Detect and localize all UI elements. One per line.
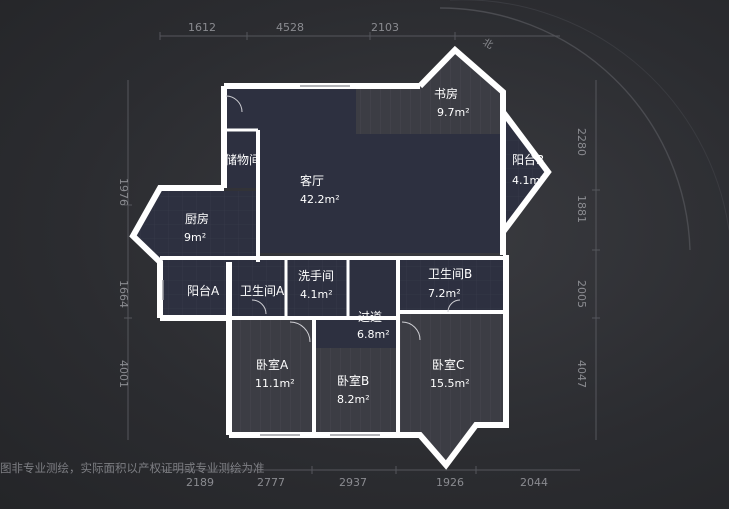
label-bed-c-area: 15.5m² bbox=[430, 377, 470, 390]
compass: 北 bbox=[439, 0, 729, 251]
floor-kitchen bbox=[133, 191, 258, 262]
floor-corridor bbox=[348, 256, 398, 318]
label-corridor-name: 过道 bbox=[358, 310, 382, 324]
label-bed-c-name: 卧室C bbox=[432, 357, 464, 372]
dim-left-1: 1976 bbox=[117, 178, 130, 206]
label-bed-b-name: 卧室B bbox=[337, 373, 369, 388]
floor-living bbox=[258, 86, 503, 253]
dim-bottom-3: 2937 bbox=[339, 476, 367, 489]
floor-washroom bbox=[286, 256, 348, 318]
disclaimer-note: 图非专业测绘，实际面积以产权证明或专业测绘为准 bbox=[0, 461, 265, 475]
room-labels: 书房 9.7m² 阳台B 4.1m² 储物间 客厅 42.2m² 厨房 9m² … bbox=[184, 86, 545, 406]
label-kitchen-name: 厨房 bbox=[185, 211, 209, 226]
label-living-name: 客厅 bbox=[300, 173, 324, 188]
dim-left-2: 1664 bbox=[117, 280, 130, 308]
floor-corridor-2 bbox=[316, 318, 398, 348]
label-living-area: 42.2m² bbox=[300, 193, 340, 206]
label-washroom-name: 洗手间 bbox=[298, 269, 334, 283]
label-balcony-b-area: 4.1m² bbox=[512, 174, 545, 187]
dim-bottom-2: 2777 bbox=[257, 476, 285, 489]
floor-entry bbox=[224, 86, 258, 130]
room-floors bbox=[133, 50, 548, 465]
dim-right-1: 2280 bbox=[575, 128, 588, 156]
label-bath-a-name: 卫生间A bbox=[240, 284, 285, 298]
floor-study bbox=[356, 50, 503, 134]
label-study-area: 9.7m² bbox=[437, 106, 470, 119]
label-corridor-area: 6.8m² bbox=[357, 328, 390, 341]
label-balcony-b-name: 阳台B bbox=[512, 152, 544, 167]
dim-top-1: 1612 bbox=[188, 21, 216, 34]
dim-bottom-4: 1926 bbox=[436, 476, 464, 489]
floor-balcony-a bbox=[163, 262, 229, 318]
dim-left-3: 4001 bbox=[117, 360, 130, 388]
floor-bath-a bbox=[229, 258, 286, 318]
label-bath-b-area: 7.2m² bbox=[428, 287, 461, 300]
floor-balcony-b bbox=[503, 112, 548, 232]
floor-bath-b bbox=[398, 256, 503, 312]
dim-top-2: 4528 bbox=[276, 21, 304, 34]
label-kitchen-area: 9m² bbox=[184, 231, 206, 244]
dimension-lines bbox=[124, 32, 600, 474]
label-balcony-a-name: 阳台A bbox=[187, 283, 220, 298]
floor-bed-c bbox=[398, 312, 503, 465]
dim-right-4: 4047 bbox=[575, 360, 588, 388]
label-bath-b-name: 卫生间B bbox=[428, 267, 472, 281]
floor-bed-a bbox=[232, 318, 314, 432]
label-study-name: 书房 bbox=[434, 86, 458, 101]
dimension-labels: 1612 4528 2103 2189 2777 2937 1926 2044 … bbox=[117, 21, 588, 489]
label-washroom-area: 4.1m² bbox=[300, 288, 333, 301]
label-bed-b-area: 8.2m² bbox=[337, 393, 370, 406]
label-storage-name: 储物间 bbox=[225, 152, 261, 167]
floor-bed-b bbox=[314, 348, 396, 432]
dim-right-3: 2005 bbox=[575, 280, 588, 308]
doors bbox=[225, 95, 461, 343]
label-bed-a-area: 11.1m² bbox=[255, 377, 295, 390]
dim-bottom-5: 2044 bbox=[520, 476, 548, 489]
label-bed-a-name: 卧室A bbox=[256, 357, 289, 372]
compass-label: 北 bbox=[481, 36, 496, 51]
dim-bottom-1: 2189 bbox=[186, 476, 214, 489]
dim-top-3: 2103 bbox=[371, 21, 399, 34]
floor-storage bbox=[224, 130, 258, 188]
windows bbox=[162, 85, 380, 436]
dim-right-2: 1881 bbox=[575, 195, 588, 223]
